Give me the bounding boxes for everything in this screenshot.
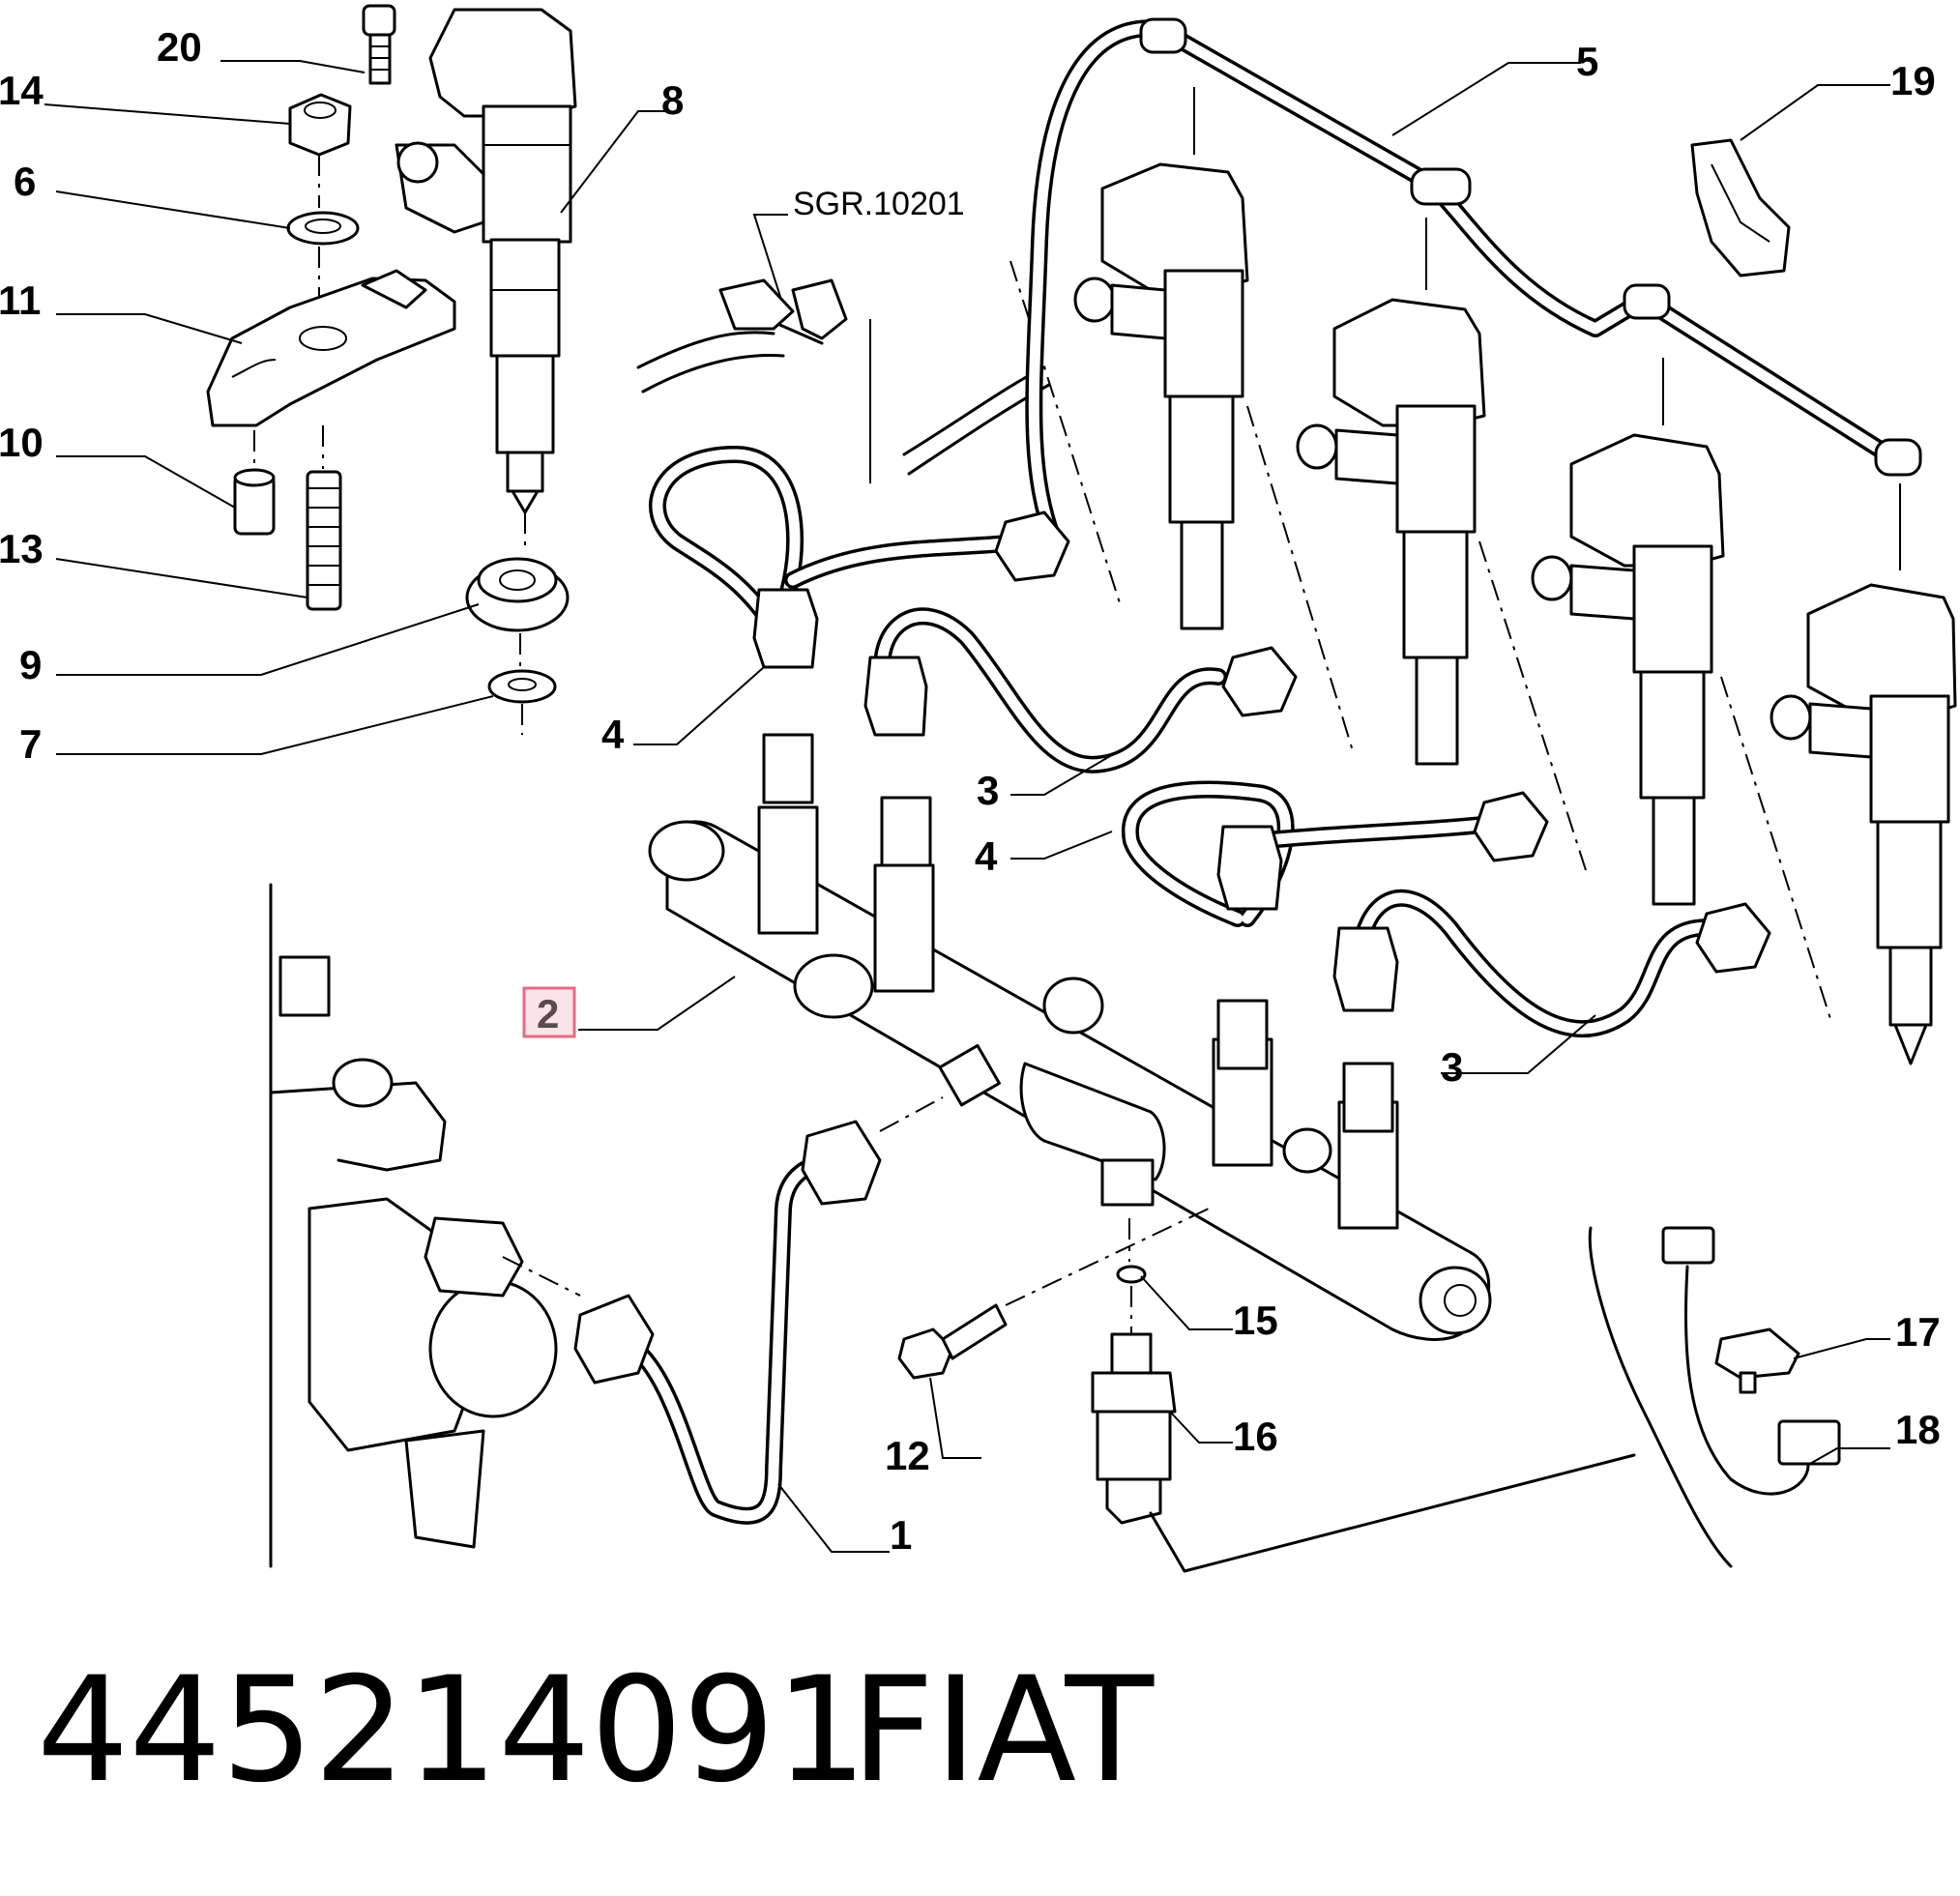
callout-12: 12	[885, 1433, 930, 1478]
pipe-fittings	[752, 510, 1771, 1012]
callout-4b: 4	[975, 833, 998, 879]
callout-2: 2	[537, 991, 559, 1036]
callout-7: 7	[19, 721, 42, 767]
part-9-seal	[465, 557, 570, 632]
sgr-reference-label: SGR.10201	[793, 186, 965, 222]
rail-outlets	[762, 733, 1394, 1133]
callout-11: 11	[0, 277, 41, 323]
part-16-pressure-sensor	[1091, 1286, 1177, 1525]
injector-fuel-pipes	[649, 446, 1771, 1038]
part-17-connector	[1714, 1327, 1800, 1394]
footer-brand: FIAT	[851, 1647, 1155, 1815]
callout-16: 16	[1233, 1414, 1278, 1459]
callout-2-box[interactable]	[522, 986, 576, 1038]
callout-9: 9	[19, 642, 42, 687]
callout-15: 15	[1233, 1298, 1278, 1343]
part-5-leakoff-pipe	[1025, 17, 1922, 570]
part-11-clamp	[206, 269, 456, 427]
sgr-reference-sketch	[636, 278, 1051, 483]
part-2-common-rail	[648, 733, 1492, 1341]
injector-cyl-4	[1770, 583, 1957, 1065]
callout-10: 10	[0, 420, 44, 465]
part-7-washer	[487, 669, 557, 704]
high-pressure-pump	[269, 883, 581, 1568]
callout-6: 6	[14, 159, 36, 204]
callout-5: 5	[1576, 39, 1598, 84]
callout-18: 18	[1895, 1407, 1941, 1452]
callout-20: 20	[157, 24, 202, 70]
part-15-seal	[1116, 1218, 1147, 1284]
part-14-nut	[288, 93, 352, 157]
part-1-pump-pipe	[573, 1096, 944, 1525]
leader-lines	[44, 60, 1890, 1553]
part-12-bolt	[897, 1208, 1210, 1380]
callout-2-highlight[interactable]: 2	[522, 986, 576, 1038]
injector-cyl-2	[1296, 298, 1486, 766]
injector-clamp-assembly	[206, 4, 577, 735]
callout-17: 17	[1895, 1309, 1941, 1355]
part-18-harness	[1149, 1226, 1841, 1573]
injector-bank	[1009, 162, 1957, 1065]
part-6-washer	[286, 211, 360, 246]
callout-3a: 3	[977, 768, 999, 813]
part-10-bush	[233, 468, 276, 536]
callout-1: 1	[890, 1512, 912, 1558]
callout-13: 13	[0, 526, 44, 571]
callout-3b: 3	[1441, 1044, 1463, 1090]
callout-labels: 20 14 6 11 10 13 9 7 8 5 19 4 3 4 3 2 15…	[0, 24, 1941, 1558]
callout-19: 19	[1890, 58, 1936, 103]
part-8-injector	[395, 8, 577, 514]
callout-14: 14	[0, 68, 44, 113]
injector-cyl-3	[1531, 433, 1725, 906]
callout-4a: 4	[601, 712, 625, 757]
part-19-clip	[1690, 138, 1791, 277]
part-13-stud	[306, 470, 342, 611]
footer-part-number: 445214091	[37, 1647, 867, 1815]
callout-8: 8	[661, 77, 684, 123]
injector-cyl-1	[1073, 162, 1249, 630]
part-20-screw	[362, 4, 396, 85]
